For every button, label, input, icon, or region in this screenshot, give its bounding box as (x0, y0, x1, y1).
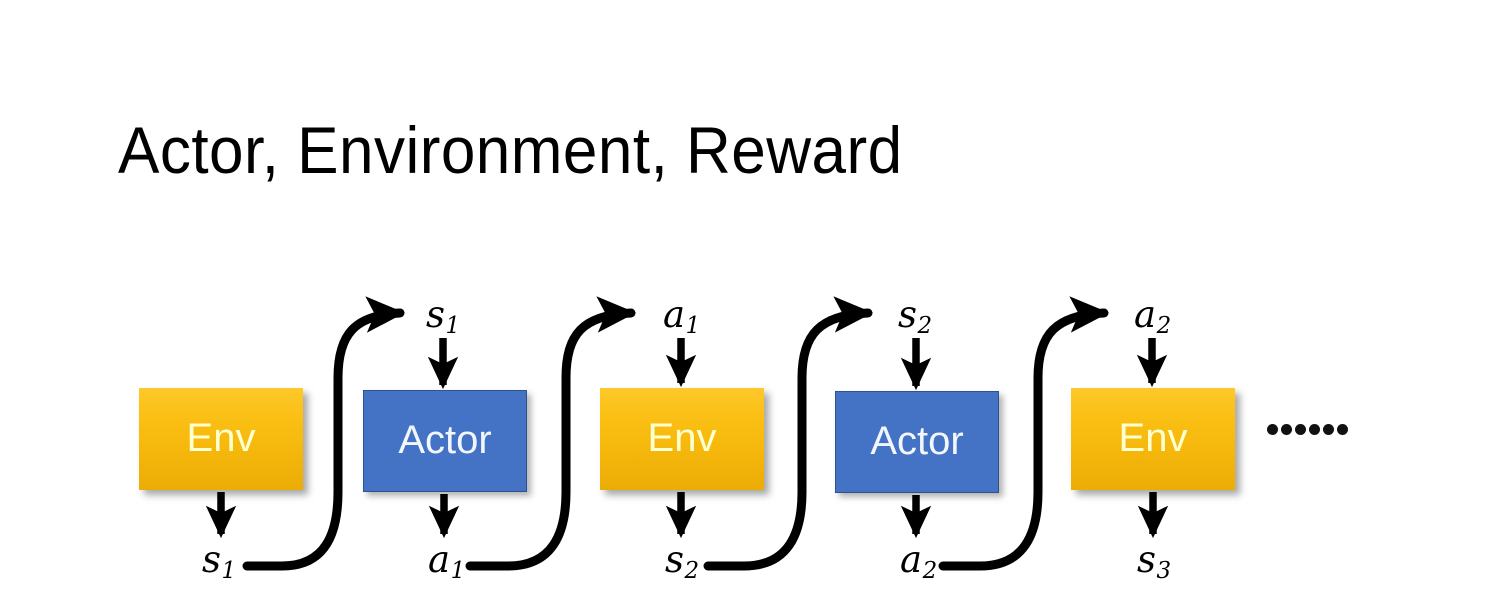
symbol: s (665, 538, 684, 581)
node-label: Env (186, 416, 256, 460)
subscript: 2 (917, 313, 933, 340)
ellipsis-dot (1267, 424, 1278, 435)
label-top-a1: a1 (663, 296, 700, 338)
symbol: s (898, 293, 917, 336)
ellipsis-dot (1295, 424, 1306, 435)
label-top-s1: s1 (426, 296, 460, 338)
ellipsis-dot (1337, 424, 1348, 435)
node-label: Env (1118, 416, 1188, 460)
label-top-s2: s2 (898, 296, 932, 338)
label-bottom-a1: a1 (428, 541, 465, 583)
subscript: 2 (684, 558, 700, 585)
symbol: a (900, 538, 923, 581)
label-bottom-s1: s1 (202, 541, 236, 583)
symbol: s (1137, 538, 1156, 581)
subscript: 1 (221, 558, 237, 585)
symbol: a (1134, 293, 1157, 336)
label-bottom-a2: a2 (900, 541, 937, 583)
node-env-3[interactable]: Env (1071, 388, 1235, 490)
box-to-bottom-arrows (205, 492, 1169, 539)
top-to-box-arrows (427, 338, 1168, 391)
node-actor-2[interactable]: Actor (835, 391, 999, 493)
node-actor-1[interactable]: Actor (363, 390, 527, 492)
subscript: 1 (685, 313, 701, 340)
label-top-a2: a2 (1134, 296, 1171, 338)
symbol: a (428, 538, 451, 581)
node-label: Env (647, 416, 717, 460)
node-env-1[interactable]: Env (139, 388, 303, 490)
ellipsis-dot (1323, 424, 1334, 435)
subscript: 2 (922, 558, 938, 585)
label-bottom-s2: s2 (665, 541, 699, 583)
subscript: 1 (445, 313, 461, 340)
subscript: 2 (1156, 313, 1172, 340)
node-label: Actor (870, 419, 964, 463)
ellipsis-icon (1267, 424, 1348, 435)
subscript: 1 (450, 558, 466, 585)
symbol: a (663, 293, 686, 336)
label-bottom-s3: s3 (1137, 541, 1171, 583)
ellipsis-dot (1309, 424, 1320, 435)
symbol: s (426, 293, 445, 336)
ellipsis-dot (1281, 424, 1292, 435)
subscript: 3 (1156, 558, 1172, 585)
node-label: Actor (398, 418, 492, 462)
node-env-2[interactable]: Env (600, 388, 764, 490)
page-title: Actor, Environment, Reward (118, 113, 903, 187)
symbol: s (202, 538, 221, 581)
